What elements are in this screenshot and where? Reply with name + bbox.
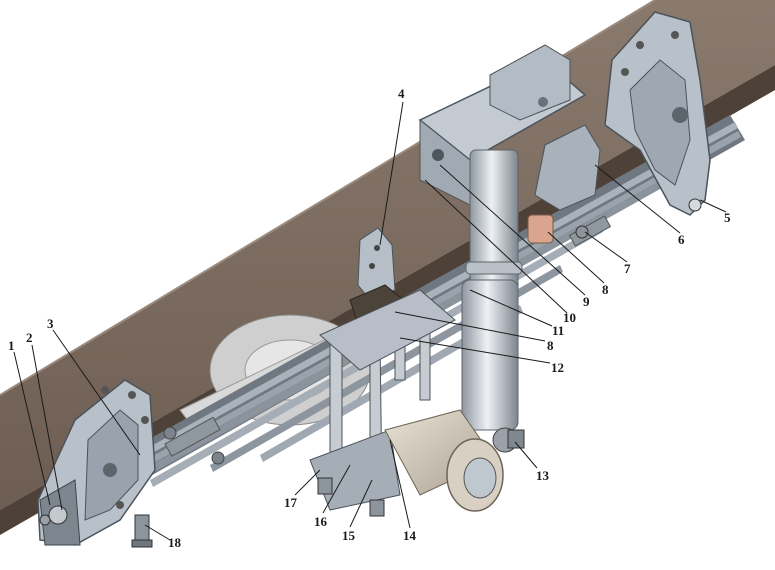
leader-14 [389,439,411,529]
label-6: 6 [678,232,685,247]
label-5: 5 [724,210,731,225]
leader-3 [52,329,141,456]
label-12: 12 [551,360,564,375]
shock-absorber [461,149,525,453]
leader-10 [424,179,568,314]
label-18: 18 [168,535,182,550]
leader-8b [394,311,546,342]
label-3: 3 [47,316,54,331]
label-2: 2 [26,330,33,345]
leader-4 [379,101,404,246]
label-4: 4 [398,86,405,101]
leader-2 [31,344,63,511]
leader-5 [699,199,727,213]
label-10: 10 [563,310,576,325]
leader-17 [294,469,321,496]
callout-labels: 1 2 3 4 5 6 7 8 9 10 11 8 12 13 14 15 16… [8,86,731,550]
leader-7 [584,231,628,263]
label-8a: 8 [602,282,609,297]
label-9: 9 [583,294,590,309]
leader-1 [13,351,51,506]
leader-16 [322,464,351,514]
label-11: 11 [552,323,564,338]
label-17: 17 [284,495,298,510]
leader-12 [399,337,551,364]
leader-8a [547,231,605,284]
leader-18 [144,524,171,541]
spring-clamp-left [163,416,225,465]
rubber-bushing [384,409,504,512]
front-spring-bracket [37,379,156,548]
label-14: 14 [403,528,417,543]
leader-6 [594,164,681,234]
label-15: 15 [342,528,356,543]
leader-13 [514,441,538,469]
label-16: 16 [314,514,328,529]
label-8b: 8 [547,338,554,353]
shock-upper-bracket [418,44,587,206]
u-bolt-assembly [309,289,456,517]
leader-9 [439,164,586,296]
label-13: 13 [536,468,550,483]
leader-15 [349,479,373,528]
leader-lines [13,101,727,541]
rear-spring-bracket [604,11,711,216]
leader-11 [469,289,553,327]
bump-stop-bracket-rear [527,124,601,244]
label-7: 7 [624,261,631,276]
label-1: 1 [8,338,15,353]
spring-clamp-right [568,215,612,247]
